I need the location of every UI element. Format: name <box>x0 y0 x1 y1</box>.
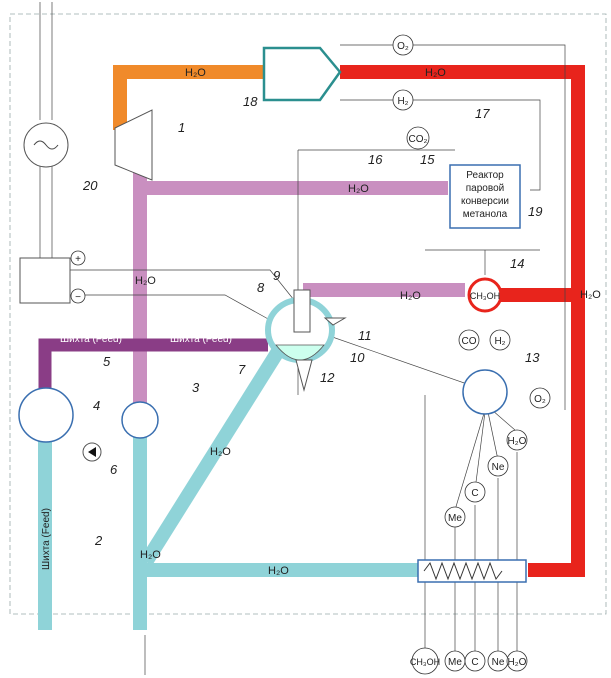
num-17: 17 <box>475 106 490 121</box>
outer-frame <box>9 13 607 615</box>
pump-arrow <box>88 447 96 457</box>
num-1: 1 <box>178 120 185 135</box>
label-h2-top: H₂ <box>397 96 408 107</box>
num-10: 10 <box>350 350 365 365</box>
heat-exchanger-coil <box>423 561 503 581</box>
label-h2o-left: H₂O <box>135 275 156 287</box>
label-feed-vertical: Шихта (Feed) <box>41 508 52 570</box>
label-plus: + <box>75 254 81 265</box>
label-h2-mid: H₂ <box>494 336 505 347</box>
label-h2o-diagonal: H₂O <box>210 446 231 458</box>
label-h2o-bottom: H₂O <box>508 657 527 668</box>
label-h2o-methanol: H₂O <box>400 290 421 302</box>
label-ne-bottom: Ne <box>492 657 505 668</box>
label-co2: CO₂ <box>409 134 428 145</box>
num-7: 7 <box>238 362 246 377</box>
num-8: 8 <box>257 280 265 295</box>
compressor-18 <box>262 46 342 102</box>
num-16: 16 <box>368 152 383 167</box>
label-me-bottom: Me <box>448 657 462 668</box>
bottom-heat-exchanger <box>417 559 527 583</box>
label-ch3oh-bottom: CH₃OH <box>410 657 440 667</box>
label-h2o-red-top: H₂O <box>425 67 446 79</box>
label-o2-mid: O₂ <box>534 394 546 405</box>
label-feed-1: Шихта (Feed) <box>60 334 122 345</box>
label-co: CO <box>462 336 477 347</box>
label-me-mid: Me <box>448 513 462 524</box>
reactor-title-2: паровой <box>466 183 504 194</box>
methanol-node-14 <box>467 277 503 313</box>
label-h2o-right: H₂O <box>580 289 601 301</box>
num-3: 3 <box>192 380 200 395</box>
label-h2o-bottom-pipe: H₂O <box>268 565 289 577</box>
label-o2-top: O₂ <box>397 41 409 52</box>
num-12: 12 <box>320 370 335 385</box>
label-c-bottom: C <box>471 657 478 668</box>
red-pipe-loop <box>340 65 585 577</box>
reactor-box <box>449 164 521 229</box>
num-20: 20 <box>82 178 98 193</box>
orange-pipe <box>113 65 264 130</box>
feed-pipe <box>38 338 268 395</box>
label-ne-mid: Ne <box>492 462 505 473</box>
heat-exchanger-3 <box>121 401 159 439</box>
num-6: 6 <box>110 462 118 477</box>
label-c-mid: C <box>471 488 478 499</box>
electrode-9 <box>293 289 311 333</box>
reactor-title-1: Реактор <box>466 170 504 181</box>
reactor-title-3: конверсии <box>461 196 509 207</box>
reactor-title-4: метанола <box>463 209 508 220</box>
num-13: 13 <box>525 350 540 365</box>
num-14: 14 <box>510 256 524 271</box>
num-15: 15 <box>420 152 435 167</box>
outlet-12 <box>295 359 313 392</box>
num-11: 11 <box>358 328 372 343</box>
purple-methanol-pipe <box>303 283 465 297</box>
turbine-1 <box>114 109 153 181</box>
cyan-diagonal-pipe <box>140 341 288 566</box>
num-19: 19 <box>528 204 542 219</box>
num-2: 2 <box>94 533 103 548</box>
label-h2o-reactor: H₂O <box>348 183 369 195</box>
heater-4 <box>18 387 74 443</box>
label-minus: − <box>75 292 81 303</box>
label-feed-2: Шихта (Feed) <box>170 334 232 345</box>
num-9: 9 <box>273 268 280 283</box>
num-4: 4 <box>93 398 100 413</box>
num-18: 18 <box>243 94 258 109</box>
generator-wave <box>33 140 59 150</box>
battery <box>19 257 71 304</box>
chemical-bubbles <box>70 34 551 675</box>
num-5: 5 <box>103 354 111 369</box>
label-h2o-junction: H₂O <box>140 549 161 561</box>
label-h2o-mid: H₂O <box>508 436 527 447</box>
control-lines <box>39 2 566 675</box>
separator-13 <box>462 369 508 415</box>
label-h2o-orange: H₂O <box>185 67 206 79</box>
label-ch3oh-node: CH₃OH <box>470 291 500 301</box>
nozzle-11 <box>323 317 347 326</box>
